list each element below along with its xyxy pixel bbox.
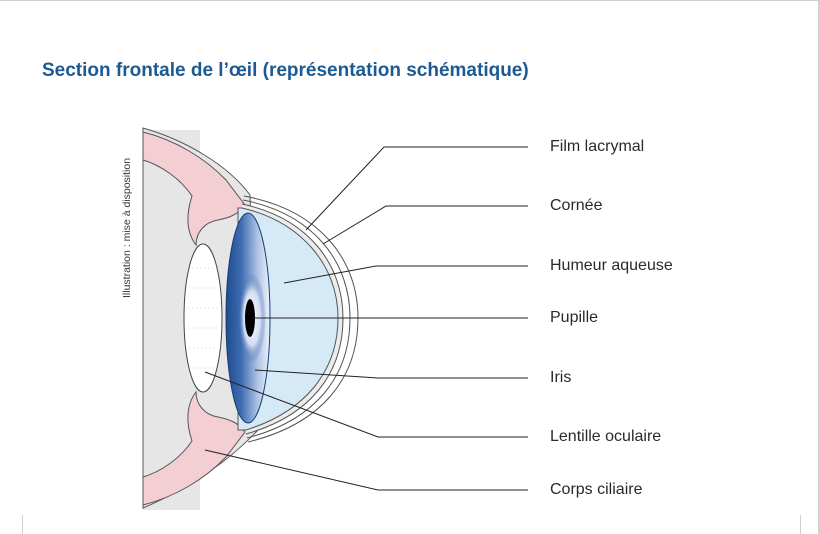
label-pupil: Pupille	[550, 309, 598, 327]
label-cornea: Cornée	[550, 197, 602, 215]
label-lens: Lentille oculaire	[550, 428, 661, 446]
label-aqueous-humor: Humeur aqueuse	[550, 257, 673, 275]
label-tear-film: Film lacrymal	[550, 138, 644, 156]
leader-tear-film	[306, 147, 528, 230]
label-ciliary-body: Corps ciliaire	[550, 481, 642, 499]
leader-cornea	[323, 206, 528, 244]
label-iris: Iris	[550, 369, 571, 387]
lens	[184, 244, 222, 392]
leader-ciliary-body	[205, 450, 528, 490]
